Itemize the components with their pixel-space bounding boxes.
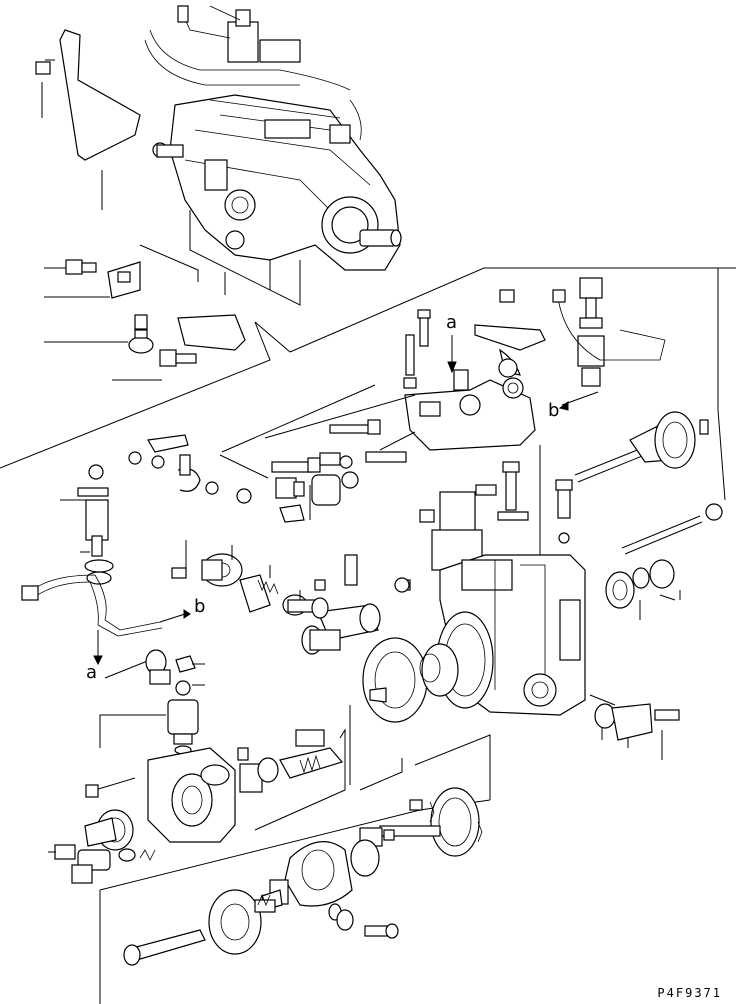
figure-code: P4F9371	[657, 986, 722, 1000]
fuel-cut-solenoid	[104, 649, 199, 755]
leader-lines-linkage	[219, 384, 416, 520]
clip-bracket-2	[159, 314, 246, 367]
leader-lines-left-mid	[60, 499, 90, 553]
drive-gear	[359, 787, 483, 857]
governor-flyweight	[261, 839, 380, 911]
leader-lines-distributor	[254, 694, 663, 831]
bolts-top-linkage	[403, 309, 431, 389]
seal-washers-right	[605, 559, 675, 609]
drive-shaft-assembly-upper	[574, 411, 709, 483]
delivery-pipe-left	[21, 464, 163, 637]
callout-b-right: b	[548, 400, 559, 421]
lever-plate	[474, 289, 546, 378]
clip-bracket-1	[107, 261, 141, 299]
callout-a-upper: a	[446, 312, 457, 333]
leader-lines-left-upper	[44, 267, 162, 381]
control-rod	[497, 461, 529, 521]
leader-lines-solenoid	[99, 663, 205, 748]
sleeve-parts	[301, 554, 381, 655]
solenoid-small	[555, 479, 573, 544]
small-bolt-2	[128, 314, 154, 354]
leader-lines-top	[41, 82, 301, 306]
input-shaft	[123, 889, 399, 966]
camshaft-rod	[621, 503, 723, 555]
overflow-valve	[552, 277, 666, 387]
roller-holder	[362, 637, 459, 723]
section-boundary	[289, 267, 736, 353]
delivery-valve-lower	[54, 777, 156, 884]
linkage-screws	[271, 419, 407, 523]
assembled-pump	[144, 5, 402, 271]
timer-piston	[171, 540, 329, 619]
callout-a-left: a	[86, 662, 97, 683]
governor-cover	[404, 369, 536, 451]
section-boundary-left	[0, 321, 291, 469]
callout-b-left: b	[194, 596, 205, 617]
leader-lines-right	[539, 409, 726, 620]
small-lever-left	[128, 434, 252, 504]
small-bolt-1	[65, 259, 97, 275]
end-cover	[594, 703, 680, 741]
distributor-head	[147, 729, 344, 843]
mounting-bracket	[35, 29, 141, 161]
